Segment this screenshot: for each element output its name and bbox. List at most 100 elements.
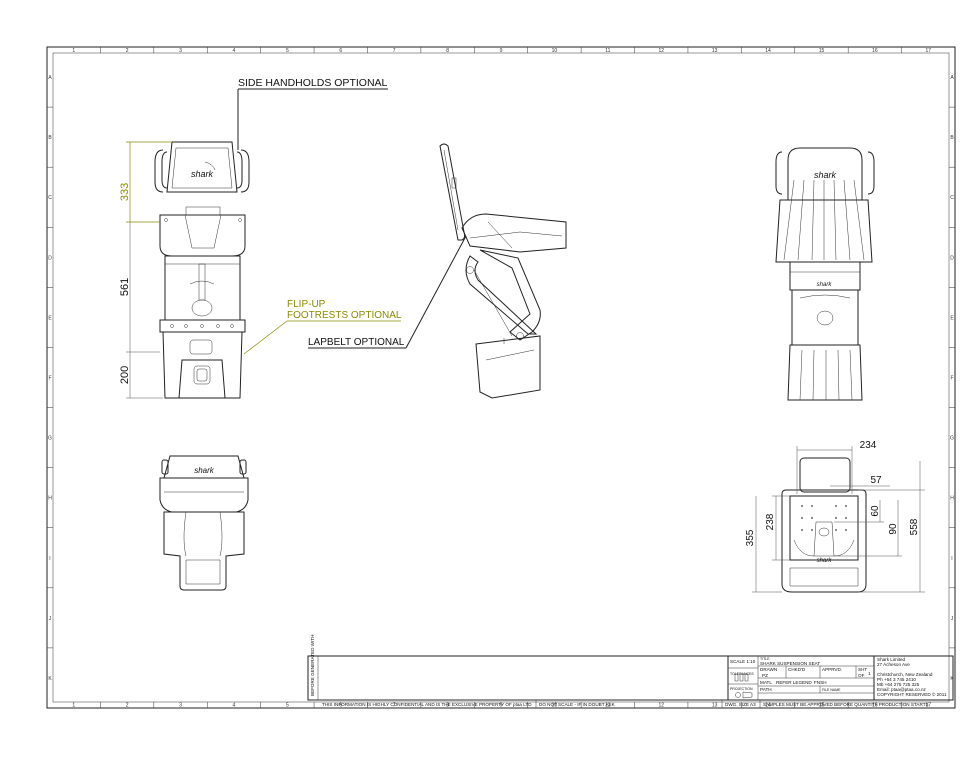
- grid-column-label: 10: [552, 48, 558, 54]
- grid-row-label: F: [950, 376, 953, 382]
- dim-558: 558: [909, 518, 920, 535]
- grid-row-label: E: [950, 315, 954, 321]
- grid-column-label: 1: [72, 48, 75, 54]
- grid-row-label: F: [48, 376, 51, 382]
- sheet-label: SHT: [858, 667, 867, 672]
- grid-row-label: K: [48, 676, 52, 682]
- grid-column-label: 1: [72, 703, 75, 709]
- plan-view: shark 234 57 558 60 90 238 355: [745, 440, 925, 593]
- grid-row-label: A: [950, 75, 954, 81]
- grid-column-label: 9: [500, 703, 503, 709]
- grid-row-label: C: [48, 195, 52, 201]
- grid-column-label: 4: [233, 48, 236, 54]
- flipup-label-line1: FLIP-UP: [287, 299, 326, 310]
- grid-row-label: I: [49, 556, 50, 562]
- grid-column-label: 14: [765, 48, 771, 54]
- material-value: REFER LEGEND: [776, 680, 812, 685]
- grid-row-label: K: [950, 676, 954, 682]
- company-phone: Ph +64 3 745 2410: [877, 677, 916, 682]
- rear-logo: shark: [814, 170, 837, 180]
- grid-column-label: 13: [712, 48, 718, 54]
- grid-row-label: I: [951, 556, 952, 562]
- grid-column-label: 7: [393, 703, 396, 709]
- grid-column-label: 11: [605, 703, 610, 709]
- dim-238: 238: [765, 513, 776, 530]
- dim-60: 60: [870, 505, 881, 517]
- grid-column-label: 17: [926, 703, 932, 709]
- drawn-by: PZ: [762, 673, 768, 678]
- grid-row-label: C: [950, 195, 954, 201]
- checked-label: CHKD'D: [788, 667, 806, 672]
- grid-column-label: 2: [126, 703, 129, 709]
- dim-333: 333: [119, 183, 131, 201]
- samples-notice: SAMPLES MUST BE APPROVED BEFORE QUANTITY…: [763, 702, 929, 707]
- grid-column-label: 12: [658, 703, 664, 709]
- copyright: COPYRIGHT RESERVED © 2011: [877, 691, 947, 697]
- dim-561: 561: [119, 278, 131, 296]
- lapbelt-callout: LAPBELT OPTIONAL: [308, 235, 467, 349]
- do-not-scale-notice: DO NOT SCALE - IF IN DOUBT ASK: [539, 702, 616, 707]
- grid-row-label: H: [950, 496, 954, 502]
- sheet-border: [46, 46, 956, 709]
- material-label: MATL: [760, 680, 772, 685]
- grid-row-label: J: [49, 616, 52, 622]
- grid-column-label: 10: [552, 703, 558, 709]
- grid-column-label: 3: [179, 48, 182, 54]
- drawn-label: DRAWN: [760, 667, 777, 672]
- top-view: shark: [159, 455, 249, 591]
- grid-column-label: 9: [500, 48, 503, 54]
- grid-column-label: 5: [286, 48, 289, 54]
- drawing-title: SHARK SUSPENSION SEAT: [760, 661, 820, 666]
- rear-view: shark shark: [775, 147, 875, 401]
- company-city: Christchurch, New Zealand: [877, 672, 933, 677]
- dim-234: 234: [860, 440, 877, 451]
- side-handholds-label: SIDE HANDHOLDS OPTIONAL: [238, 77, 388, 89]
- grid-row-label: E: [48, 315, 52, 321]
- sheet-of: OF: [858, 673, 865, 678]
- front-view: shark 333 561 200: [119, 141, 250, 399]
- grid-column-label: 16: [872, 703, 878, 709]
- flipup-label-line2: FOOTRESTS OPTIONAL: [287, 310, 402, 321]
- grid-row-label: J: [951, 616, 954, 622]
- grid-column-label: 15: [819, 703, 825, 709]
- drawing-size: DWG. SIZE A3: [725, 702, 756, 707]
- grid-column-label: 2: [126, 48, 129, 54]
- grid-column-label: 11: [605, 48, 610, 54]
- grid-row-label: H: [48, 496, 52, 502]
- confidential-notice: THIS INFORMATION IS HIGHLY CONFIDENTIAL …: [322, 702, 532, 707]
- grid-column-label: 8: [446, 48, 449, 54]
- dim-200: 200: [119, 366, 131, 384]
- top-logo: shark: [194, 466, 215, 475]
- grid-column-label: 13: [712, 703, 718, 709]
- approved-label: APPRVD.: [822, 667, 842, 672]
- company-address: 27 Acheson Ave: [877, 662, 910, 667]
- company-mobile: Mb +64 275 725 325: [877, 682, 920, 687]
- grid-column-label: 7: [393, 48, 396, 54]
- grid-column-label: 3: [179, 703, 182, 709]
- grid-row-label: B: [48, 135, 52, 141]
- grid-row-label: B: [950, 135, 954, 141]
- rear-logo-small: shark: [817, 282, 833, 288]
- flipup-footrests-callout: FLIP-UP FOOTRESTS OPTIONAL: [243, 299, 402, 355]
- grid-column-label: 8: [446, 703, 449, 709]
- dim-355: 355: [745, 529, 756, 546]
- finish-label: FNSH: [814, 680, 827, 685]
- grid-row-label: G: [950, 436, 954, 442]
- dim-90: 90: [888, 523, 899, 535]
- grid-column-label: 4: [233, 703, 236, 709]
- title-margin-label: BEFORE GENERATED WITH: [310, 635, 315, 696]
- path-label: PATH: [760, 687, 772, 692]
- grid-row-label: G: [48, 436, 52, 442]
- side-handholds-callout: SIDE HANDHOLDS OPTIONAL: [237, 77, 388, 150]
- lapbelt-label: LAPBELT OPTIONAL: [308, 337, 405, 348]
- grid-column-label: 16: [872, 48, 878, 54]
- company-name: Shark Limited: [877, 657, 906, 662]
- dim-57: 57: [870, 475, 882, 486]
- grid-column-label: 12: [658, 48, 664, 54]
- front-logo: shark: [191, 169, 214, 179]
